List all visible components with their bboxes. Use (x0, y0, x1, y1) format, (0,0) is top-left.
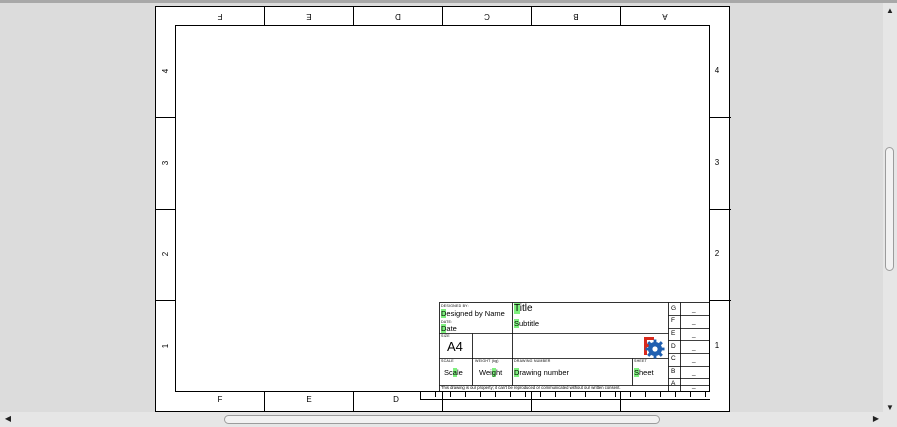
drawing-number-first: D (514, 368, 520, 377)
right-zone-label-1: 1 (714, 341, 720, 350)
right-zone-label-3: 3 (714, 158, 720, 167)
revision-value-d[interactable]: _ (692, 344, 696, 351)
revision-value-f[interactable]: _ (692, 318, 696, 325)
designed-by-rest: esigned by Name (446, 309, 505, 318)
bottom-zone-label-d: D (393, 395, 399, 404)
bottom-zone-label-e: E (306, 395, 312, 404)
title-rest: itle (519, 303, 533, 314)
designed-by-first: D (441, 309, 447, 318)
date-field[interactable]: Date (441, 324, 457, 333)
scroll-down-arrow-icon[interactable]: ▼ (886, 403, 894, 412)
subtitle-rest: ubtitle (519, 319, 540, 328)
drawing-frame (156, 7, 731, 413)
size-value[interactable]: A4 (447, 339, 463, 354)
weight-b: ht (495, 368, 503, 377)
revision-value-b[interactable]: _ (692, 369, 696, 376)
designed-by-caption: DESIGNED BY: (441, 304, 469, 308)
sheet-first: S (634, 368, 640, 377)
revision-letter-d: D (671, 343, 676, 350)
title-first: T (514, 303, 520, 314)
left-zone-label-3: 3 (161, 160, 170, 166)
revision-letter-c: C (671, 355, 676, 362)
drawing-number-caption: DRAWING NUMBER (514, 359, 551, 363)
right-zone-label-2: 2 (714, 249, 720, 258)
sheet-caption: SHEET (634, 359, 647, 363)
top-zone-label-e: E (306, 12, 312, 21)
drawing-sheet[interactable]: F E D C B A F E D 4 3 2 1 4 3 2 1 DESIGN… (155, 6, 731, 413)
revision-letter-g: G (671, 305, 677, 312)
scroll-right-arrow-icon[interactable]: ▶ (872, 414, 880, 423)
scroll-up-arrow-icon[interactable]: ▲ (886, 6, 894, 15)
left-zone-label-2: 2 (161, 251, 170, 257)
top-zone-label-f: F (217, 12, 223, 21)
scroll-left-arrow-icon[interactable]: ◀ (4, 414, 12, 423)
subtitle-field[interactable]: Subtitle (514, 319, 540, 328)
revision-letter-e: E (671, 330, 676, 337)
top-zone-label-d: D (395, 12, 401, 21)
drawing-number-rest: rawing number (519, 368, 570, 377)
date-caption: DATE: (441, 320, 453, 324)
top-zone-label-a: A (662, 12, 668, 21)
scale-field[interactable]: Scale (444, 368, 463, 377)
window-top-border (0, 0, 897, 3)
sheet-rest: heet (639, 368, 654, 377)
size-caption: SIZE (441, 334, 450, 338)
disclaimer-text: This drawing is our property; it can't b… (441, 385, 621, 390)
designed-by-field[interactable]: Designed by Name (441, 309, 505, 318)
title-block-grid (439, 302, 710, 392)
weight-caption: WEIGHT (kg) (475, 359, 499, 363)
vertical-scroll-thumb[interactable] (885, 147, 894, 271)
date-first: D (441, 324, 447, 333)
top-zone-label-b: B (573, 12, 579, 21)
sheet-field[interactable]: Sheet (634, 368, 654, 377)
weight-field[interactable]: Weight (479, 368, 503, 377)
top-zone-label-c: C (484, 12, 490, 21)
freecad-gear-logo-icon (644, 337, 665, 359)
weight-a: Wei (479, 368, 492, 377)
title-field[interactable]: Title (514, 303, 533, 314)
scale-hl: a (452, 368, 457, 377)
revision-value-c[interactable]: _ (692, 356, 696, 363)
right-zone-label-4: 4 (714, 66, 720, 75)
date-rest: ate (446, 324, 457, 333)
bottom-zone-label-f: F (217, 395, 223, 404)
subtitle-first: S (514, 319, 520, 328)
revision-value-a[interactable]: _ (692, 382, 696, 389)
revision-letter-a: A (671, 380, 676, 387)
weight-hl: g (491, 368, 496, 377)
revision-letter-f: F (671, 317, 675, 324)
revision-letter-b: B (671, 368, 676, 375)
scale-caption: SCALE (441, 359, 454, 363)
left-zone-label-1: 1 (161, 343, 170, 349)
scale-a: Sc (444, 368, 453, 377)
revision-value-e[interactable]: _ (692, 331, 696, 338)
horizontal-scroll-thumb[interactable] (224, 415, 660, 424)
left-zone-label-4: 4 (161, 68, 170, 74)
drawing-number-field[interactable]: Drawing number (514, 368, 570, 377)
revision-value-g[interactable]: _ (692, 306, 696, 313)
scale-b: le (456, 368, 463, 377)
